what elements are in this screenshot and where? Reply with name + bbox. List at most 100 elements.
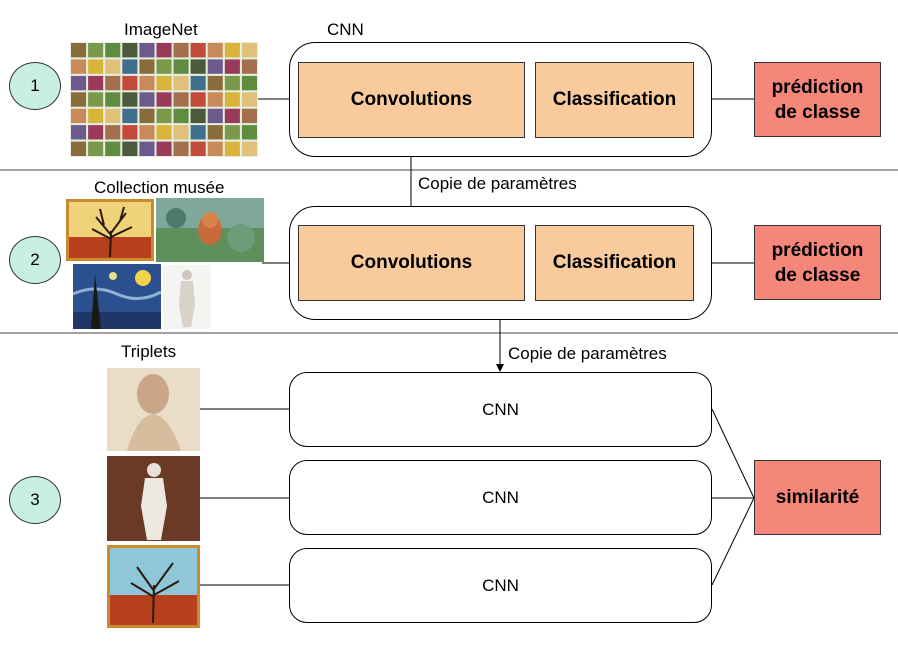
mosaic-tile [71, 59, 87, 74]
mosaic-tile [173, 75, 189, 91]
cnn-label: CNN [482, 575, 519, 595]
mosaic-tile [139, 43, 155, 58]
transfer-label: Copie de paramètres [508, 344, 667, 363]
mosaic-tile [105, 43, 121, 58]
output-label-line: de classe [774, 101, 861, 123]
mosaic-tile [241, 141, 257, 156]
mosaic-tile [122, 108, 138, 124]
mosaic-tile [88, 125, 104, 140]
mosaic-tile [139, 75, 155, 91]
cnn-label: CNN [327, 20, 364, 39]
dataset-label: Triplets [121, 342, 177, 361]
mosaic-tile [173, 108, 189, 124]
mosaic-tile [156, 43, 172, 58]
mosaic-tile [105, 92, 121, 107]
mosaic-tile [105, 108, 121, 124]
mosaic-tile [190, 125, 206, 140]
mosaic-tile [224, 92, 240, 107]
mosaic-tile [207, 59, 223, 74]
dog-painting-image [156, 198, 264, 262]
mosaic-tile [105, 141, 121, 156]
statue-image [163, 265, 211, 329]
class-prediction-box: prédiction de classe [754, 225, 881, 300]
mosaic-tile [190, 108, 206, 124]
mosaic-tile [173, 43, 189, 58]
stage-1-badge: 1 [9, 62, 61, 110]
mosaic-tile [122, 75, 138, 91]
stage-number: 3 [30, 490, 40, 509]
stage-2-badge: 2 [9, 236, 61, 284]
classification-block: Classification [535, 62, 694, 138]
mosaic-tile [207, 125, 223, 140]
starry-night-image [73, 264, 161, 329]
similarity-box: similarité [754, 460, 881, 535]
mosaic-tile [190, 141, 206, 156]
tree-painting-image [66, 199, 154, 261]
classification-label: Classification [552, 89, 677, 110]
dataset-label: Collection musée [94, 178, 225, 197]
mosaic-tile [190, 92, 206, 107]
mosaic-tile [207, 43, 223, 58]
mosaic-tile [224, 75, 240, 91]
triplet-statue-full-image [107, 456, 200, 541]
mosaic-tile [190, 75, 206, 91]
mosaic-tile [190, 43, 206, 58]
mosaic-tile [71, 125, 87, 140]
classification-block: Classification [535, 225, 694, 301]
mosaic-tile [224, 125, 240, 140]
mosaic-tile [139, 92, 155, 107]
imagenet-mosaic-image [70, 42, 258, 157]
class-prediction-box: prédiction de classe [754, 62, 881, 137]
output-label-line: prédiction [771, 239, 864, 261]
mosaic-tile [105, 59, 121, 74]
mosaic-tile [88, 75, 104, 91]
mosaic-tile [88, 92, 104, 107]
mosaic-tile [241, 125, 257, 140]
mosaic-tile [156, 108, 172, 124]
mosaic-tile [88, 108, 104, 124]
mosaic-tile [156, 59, 172, 74]
connector [711, 408, 755, 499]
cnn-box: CNN [289, 460, 712, 535]
transfer-label: Copie de paramètres [418, 174, 577, 193]
mosaic-tile [139, 59, 155, 74]
convolutions-block: Convolutions [298, 62, 525, 138]
triplet-statue-closeup-image [107, 368, 200, 451]
mosaic-tile [241, 75, 257, 91]
mosaic-tile [173, 92, 189, 107]
mosaic-tile [122, 125, 138, 140]
cnn-box: CNN [289, 548, 712, 623]
mosaic-tile [156, 141, 172, 156]
mosaic-tile [173, 59, 189, 74]
mosaic-tile [241, 92, 257, 107]
dataset-label: ImageNet [124, 20, 198, 39]
connector [711, 497, 755, 586]
convolutions-label: Convolutions [350, 89, 473, 110]
mosaic-tile [241, 59, 257, 74]
mosaic-tile [71, 92, 87, 107]
mosaic-tile [207, 108, 223, 124]
mosaic-tile [224, 59, 240, 74]
cnn-box: CNN [289, 372, 712, 447]
mosaic-tile [105, 125, 121, 140]
mosaic-tile [190, 59, 206, 74]
mosaic-tile [139, 141, 155, 156]
mosaic-tile [122, 43, 138, 58]
mosaic-tile [156, 92, 172, 107]
mosaic-tile [207, 141, 223, 156]
mosaic-tile [156, 125, 172, 140]
stage-number: 1 [30, 76, 40, 95]
output-label-line: de classe [774, 264, 861, 286]
mosaic-tile [207, 92, 223, 107]
mosaic-tile [122, 141, 138, 156]
mosaic-tile [122, 59, 138, 74]
cnn-label: CNN [482, 487, 519, 507]
mosaic-tile [173, 141, 189, 156]
mosaic-tile [71, 141, 87, 156]
cnn-label: CNN [482, 399, 519, 419]
mosaic-tile [156, 75, 172, 91]
mosaic-tile [207, 75, 223, 91]
triplet-tree-painting-image [107, 545, 200, 628]
convolutions-label: Convolutions [350, 252, 473, 273]
